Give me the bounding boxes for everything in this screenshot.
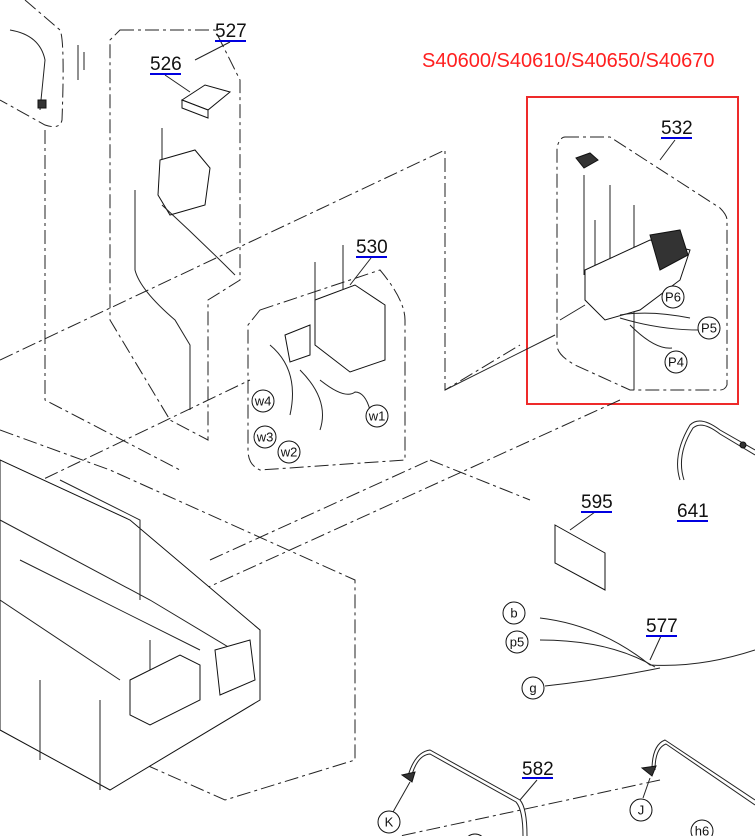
part-595 xyxy=(554,511,606,591)
part-number-641[interactable]: 641 xyxy=(677,501,709,522)
callout-b: b xyxy=(510,606,517,621)
part-number-labels: 527 526 530 532 595 641 577 582 xyxy=(150,21,709,780)
callout-g: g xyxy=(529,681,536,696)
part-number-532[interactable]: 532 xyxy=(661,118,693,139)
callout-w2: w2 xyxy=(280,445,298,460)
callout-P6: P6 xyxy=(665,290,681,305)
model-label: S40600/S40610/S40650/S40670 xyxy=(422,50,715,72)
highlight-box xyxy=(526,96,739,405)
callout-h6: h6 xyxy=(695,824,709,836)
group-532 xyxy=(444,136,728,391)
part-582-cable xyxy=(392,739,755,836)
callout-w3: w3 xyxy=(256,430,274,445)
callout-P5: P5 xyxy=(701,321,717,336)
callout-K: K xyxy=(385,815,394,830)
part-577-harness xyxy=(539,617,755,687)
callout-J: J xyxy=(638,803,645,818)
callout-w4: w4 xyxy=(254,394,272,409)
part-number-582[interactable]: 582 xyxy=(522,759,554,780)
callout-P4: P4 xyxy=(668,355,684,370)
callout-w1: w1 xyxy=(368,409,386,424)
connector-callouts: w4 w3 w2 w1 P6 P5 P4 b p5 g K J h6 xyxy=(251,285,721,836)
part-641-cable xyxy=(677,420,755,481)
part-number-526[interactable]: 526 xyxy=(150,54,182,75)
group-527 xyxy=(109,29,241,441)
main-frame-assembly xyxy=(0,429,356,801)
part-number-527[interactable]: 527 xyxy=(215,21,247,42)
part-number-530[interactable]: 530 xyxy=(356,237,388,258)
leader-lines xyxy=(0,130,661,836)
part-number-595[interactable]: 595 xyxy=(581,492,613,513)
group-530 xyxy=(247,245,406,471)
part-number-577[interactable]: 577 xyxy=(646,616,678,637)
callout-p5: p5 xyxy=(510,635,524,650)
harness-assembly-partial xyxy=(0,0,85,128)
